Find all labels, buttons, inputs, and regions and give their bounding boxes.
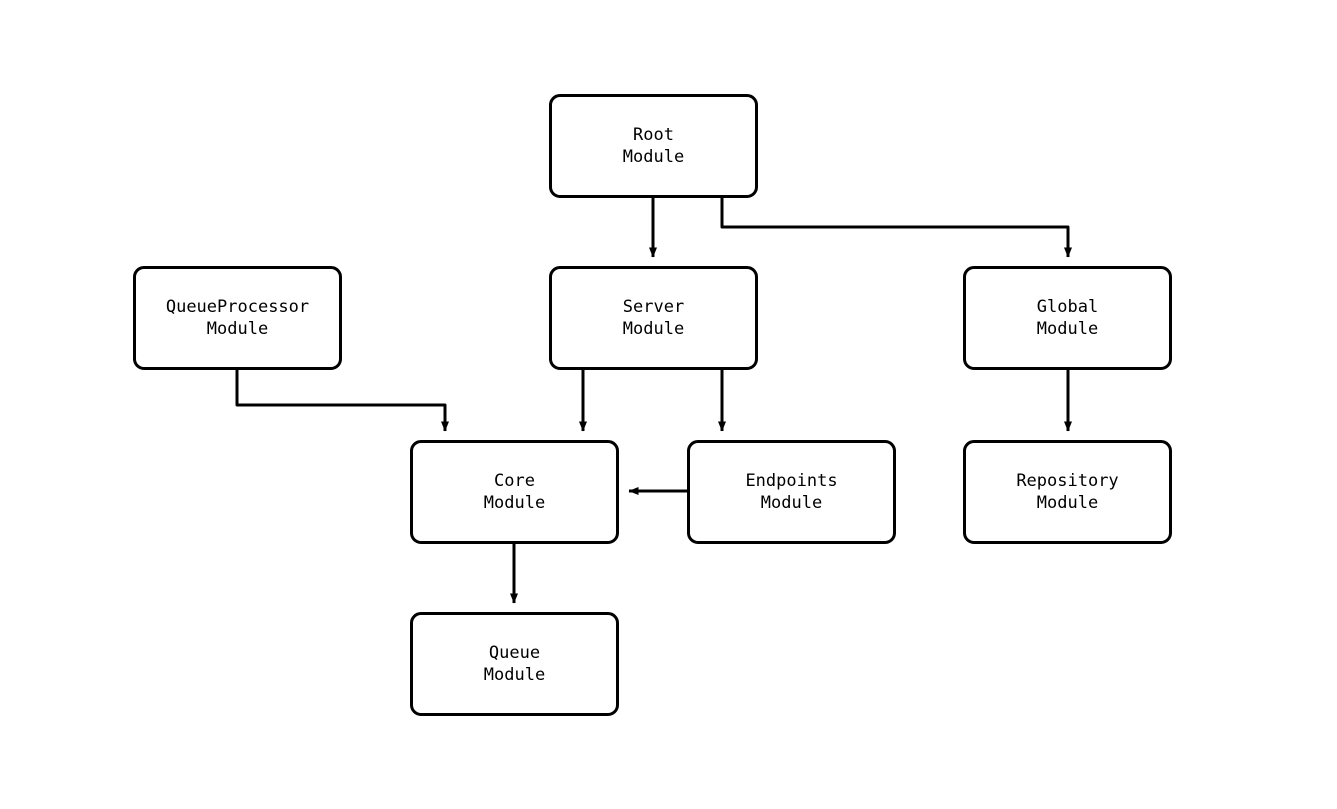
node-queue-module-line1: Queue <box>488 643 541 663</box>
node-queueprocessor-module[interactable]: QueueProcessor Module <box>133 266 342 370</box>
edge-root-to-global <box>720 197 1072 258</box>
node-root-module-line1: Root <box>633 125 674 145</box>
node-root-module-line2: Module <box>622 147 685 167</box>
node-server-module-line2: Module <box>622 319 685 339</box>
node-global-module[interactable]: Global Module <box>963 266 1172 370</box>
edge-queueprocessor-to-core <box>235 370 449 432</box>
node-server-module[interactable]: Server Module <box>549 266 758 370</box>
node-queue-module[interactable]: Queue Module <box>410 612 619 716</box>
node-core-module-line2: Module <box>483 493 546 513</box>
node-core-module[interactable]: Core Module <box>410 440 619 544</box>
node-queue-module-line2: Module <box>483 665 546 685</box>
node-server-module-line1: Server <box>622 297 685 317</box>
node-endpoints-module-line2: Module <box>760 493 823 513</box>
node-root-module[interactable]: Root Module <box>549 94 758 198</box>
node-global-module-line2: Module <box>1036 319 1099 339</box>
node-queueprocessor-module-line1: QueueProcessor <box>165 297 310 317</box>
node-core-module-line1: Core <box>494 471 535 491</box>
node-repository-module-line2: Module <box>1036 493 1099 513</box>
node-repository-module[interactable]: Repository Module <box>963 440 1172 544</box>
node-endpoints-module-line1: Endpoints <box>745 471 838 491</box>
node-queueprocessor-module-line2: Module <box>206 319 269 339</box>
node-endpoints-module[interactable]: Endpoints Module <box>687 440 896 544</box>
node-repository-module-line1: Repository <box>1016 471 1119 491</box>
node-global-module-line1: Global <box>1036 297 1099 317</box>
